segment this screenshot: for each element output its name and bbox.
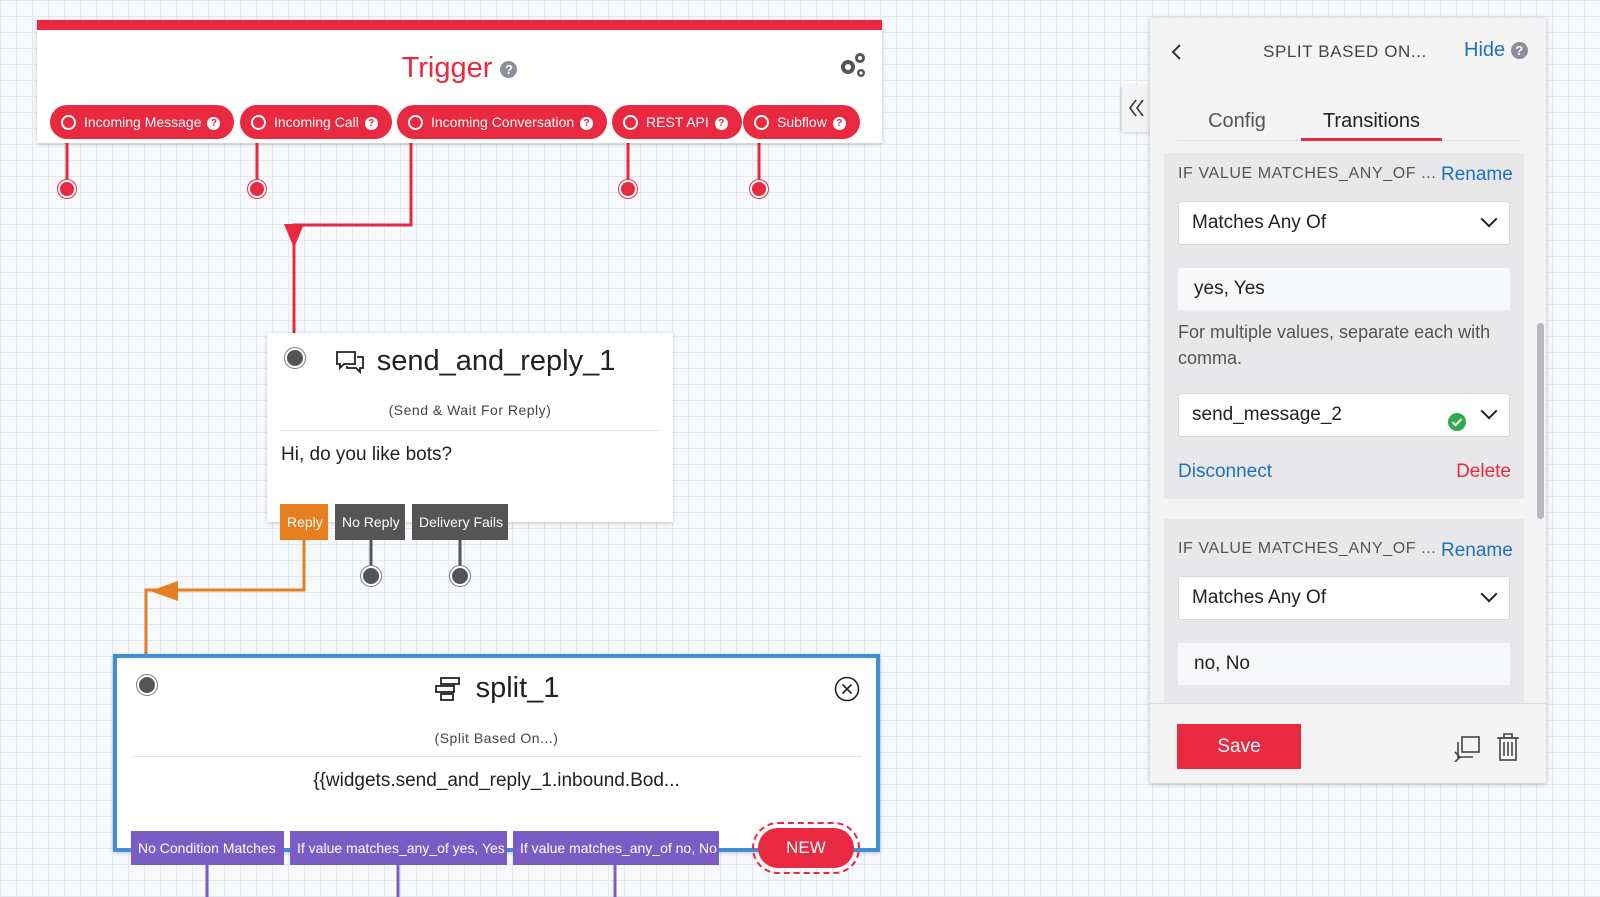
arrow-head-incoming: [284, 224, 304, 248]
hide-link[interactable]: Hide ?: [1464, 39, 1528, 62]
condition-card: IF VALUE MATCHES_ANY_OF ... Rename Match…: [1164, 153, 1524, 499]
double-chevron-left-icon: [1129, 99, 1144, 117]
tab-bar: Config Transitions: [1177, 108, 1521, 141]
delete-link[interactable]: Delete: [1456, 461, 1511, 482]
trigger-incoming-conversation[interactable]: Incoming Conversation ?: [397, 105, 608, 139]
wire-incoming-conversation: [292, 128, 413, 333]
pill-label: REST API: [646, 114, 709, 130]
condition-label: IF VALUE MATCHES_ANY_OF ...: [1178, 165, 1437, 182]
divider: [131, 756, 862, 757]
condition-card: IF VALUE MATCHES_ANY_OF ... Rename Match…: [1164, 519, 1524, 703]
help-icon[interactable]: ?: [1510, 42, 1528, 60]
split-widget[interactable]: split_1 (Split Based On...) {{widgets.se…: [113, 654, 880, 852]
connector-dot[interactable]: [248, 180, 266, 198]
split-icon: [434, 672, 476, 704]
pill-label: Subflow: [777, 114, 827, 130]
help-icon[interactable]: ?: [580, 116, 594, 130]
new-transition-outline: [752, 822, 860, 874]
widget-title: send_and_reply_1: [267, 345, 673, 378]
match-value-input[interactable]: no, No: [1178, 643, 1510, 685]
save-button[interactable]: Save: [1177, 724, 1301, 769]
condition-label: IF VALUE MATCHES_ANY_OF ...: [1178, 540, 1437, 557]
operator-select[interactable]: Matches Any Of: [1178, 201, 1510, 245]
match-value-input[interactable]: yes, Yes: [1178, 268, 1510, 310]
transition-no-reply[interactable]: No Reply: [335, 504, 405, 540]
operator-value: Matches Any Of: [1192, 587, 1327, 608]
next-widget-select[interactable]: send_message_2: [1178, 393, 1510, 437]
collapse-panel-button[interactable]: [1122, 86, 1152, 132]
trigger-title-text: Trigger: [401, 52, 493, 84]
gears-icon[interactable]: [836, 50, 868, 87]
arrow-head-reply: [150, 581, 178, 601]
transition-no-condition-matches[interactable]: No Condition Matches: [131, 831, 284, 865]
operator-value: Matches Any Of: [1192, 212, 1327, 233]
transition-reply[interactable]: Reply: [280, 504, 328, 540]
trash-icon[interactable]: [1495, 732, 1521, 767]
help-icon[interactable]: ?: [832, 116, 846, 130]
connector-dot[interactable]: [58, 180, 76, 198]
transition-if-yes[interactable]: If value matches_any_of yes, Yes: [290, 831, 507, 865]
close-circle-icon[interactable]: [834, 676, 860, 707]
help-icon[interactable]: ?: [364, 116, 378, 130]
trigger-incoming-message[interactable]: Incoming Message ?: [50, 105, 235, 139]
input-connector-dot[interactable]: [285, 348, 305, 368]
widget-title-text: split_1: [475, 672, 560, 704]
duplicate-icon[interactable]: [1453, 732, 1483, 767]
next-widget-value: send_message_2: [1192, 404, 1342, 425]
widget-body: Hi, do you like bots?: [281, 444, 453, 465]
widget-title: split_1: [117, 672, 876, 705]
inspector-panel: SPLIT BASED ON... Hide ? Config Transiti…: [1150, 18, 1546, 783]
connector-dot[interactable]: [450, 566, 470, 586]
rename-link[interactable]: Rename: [1441, 164, 1513, 185]
connector-dot[interactable]: [619, 180, 637, 198]
chat-bubbles-icon: [335, 345, 377, 377]
transition-if-no[interactable]: If value matches_any_of no, No: [513, 831, 719, 865]
transitions-list[interactable]: IF VALUE MATCHES_ANY_OF ... Rename Match…: [1150, 153, 1546, 703]
send-and-reply-widget[interactable]: send_and_reply_1 (Send & Wait For Reply)…: [267, 333, 673, 522]
widget-body: {{widgets.send_and_reply_1.inbound.Bod..…: [313, 770, 680, 791]
disconnect-link[interactable]: Disconnect: [1178, 461, 1272, 482]
help-icon[interactable]: ?: [207, 116, 221, 130]
chevron-down-icon: [1480, 585, 1498, 603]
widget-title-text: send_and_reply_1: [376, 345, 616, 377]
scrollbar-thumb[interactable]: [1537, 323, 1544, 519]
panel-header: SPLIT BASED ON... Hide ?: [1150, 18, 1546, 86]
panel-title: SPLIT BASED ON...: [1263, 42, 1427, 61]
help-icon[interactable]: ?: [714, 116, 728, 130]
widget-subtitle: (Send & Wait For Reply): [388, 402, 552, 418]
tab-transitions[interactable]: Transitions: [1301, 108, 1442, 141]
new-transition-button[interactable]: NEW: [758, 828, 854, 868]
chevron-down-icon: [1480, 210, 1498, 228]
operator-select[interactable]: Matches Any Of: [1178, 576, 1510, 620]
connector-dot[interactable]: [750, 180, 768, 198]
trigger-title: Trigger ?: [37, 52, 882, 85]
hide-label: Hide: [1464, 39, 1506, 61]
trigger-subflow[interactable]: Subflow ?: [743, 105, 860, 139]
pill-label: Incoming Conversation: [431, 114, 575, 130]
wire-reply: [144, 538, 306, 656]
check-circle-icon: [1447, 406, 1467, 448]
pill-label: Incoming Call: [274, 114, 359, 130]
footer-divider: [1150, 703, 1546, 704]
chevron-left-icon[interactable]: [1170, 42, 1184, 67]
rename-link[interactable]: Rename: [1441, 540, 1513, 561]
pill-label: Incoming Message: [84, 114, 202, 130]
transition-delivery-fails[interactable]: Delivery Fails: [412, 504, 508, 540]
tab-config[interactable]: Config: [1208, 110, 1266, 132]
help-icon[interactable]: ?: [500, 60, 518, 78]
trigger-widget[interactable]: Trigger ? Incoming Message ? Incoming Ca…: [37, 20, 882, 143]
trigger-incoming-call[interactable]: Incoming Call ?: [240, 105, 392, 139]
divider: [279, 430, 661, 431]
trigger-rest-api[interactable]: REST API ?: [612, 105, 742, 139]
chevron-down-icon: [1480, 402, 1498, 420]
connector-dot[interactable]: [361, 566, 381, 586]
widget-subtitle: (Split Based On...): [434, 730, 559, 746]
flow-connections: [65, 128, 761, 897]
value-hint: For multiple values, separate each with …: [1178, 322, 1491, 368]
input-connector-dot[interactable]: [137, 675, 157, 695]
